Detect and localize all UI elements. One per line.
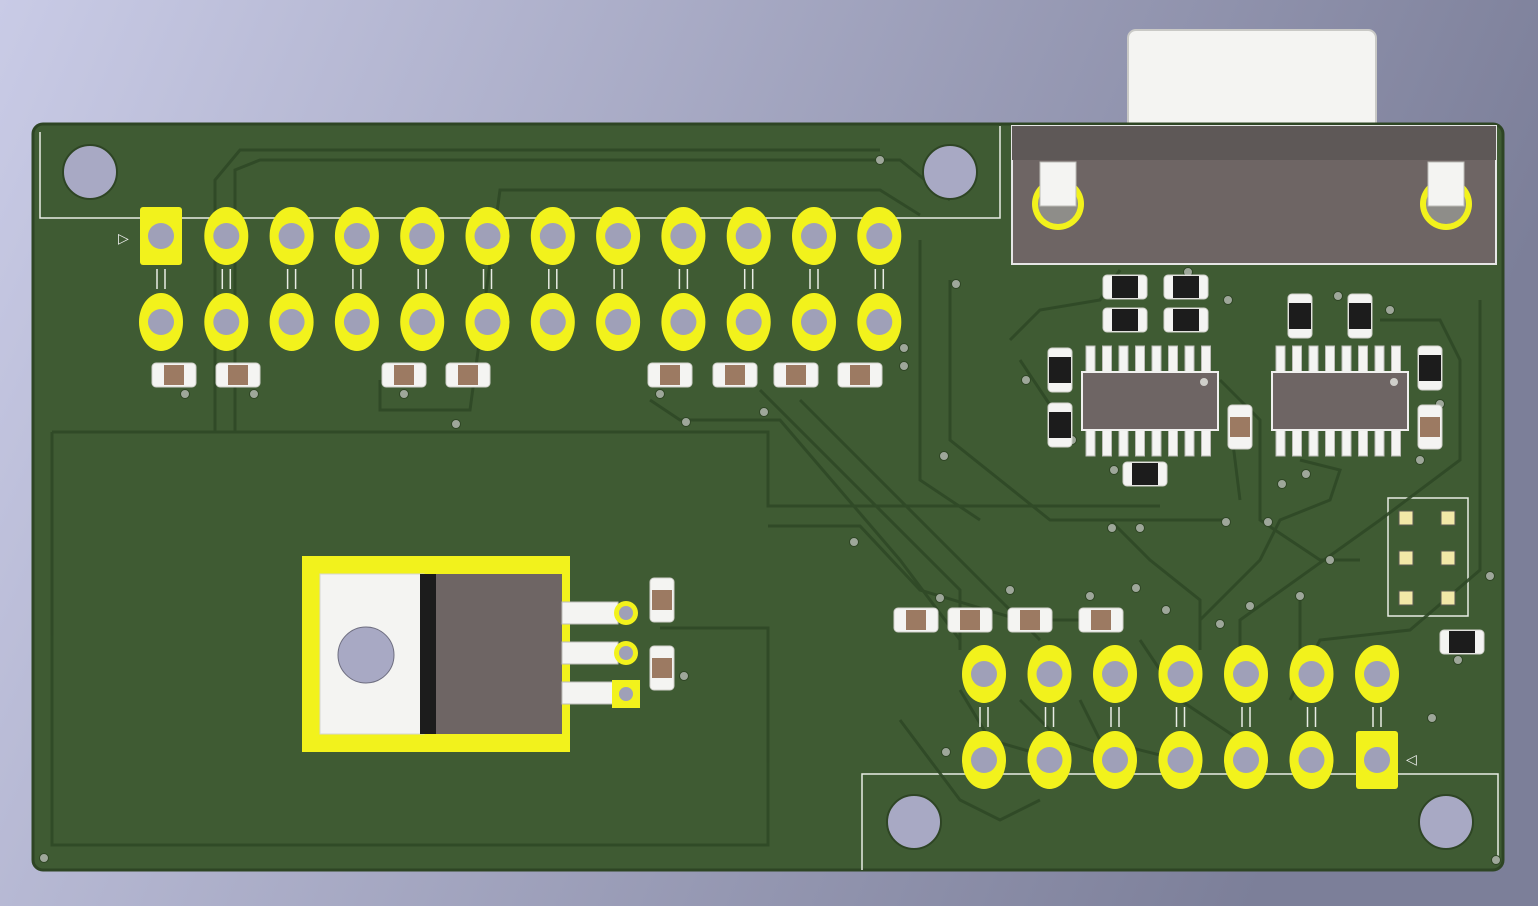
header-pin <box>792 207 836 265</box>
smd-resistor-icon <box>773 362 819 388</box>
header-pin <box>596 207 641 265</box>
smd-resistor-icon <box>1007 607 1053 633</box>
header-pin <box>530 293 575 351</box>
right-pin-header <box>962 645 1399 789</box>
header-pin <box>269 293 314 351</box>
header-pin <box>204 207 249 265</box>
header-pin <box>140 207 182 265</box>
right-header-pin1-marker: ◁ <box>1406 752 1417 768</box>
vias <box>39 155 1501 865</box>
smd-capacitor-icon <box>1102 274 1148 300</box>
header-pin <box>1158 645 1203 703</box>
smd-resistor-icon <box>947 607 993 633</box>
header-pin <box>596 293 641 351</box>
smd-resistor-icon <box>649 645 675 691</box>
smd-resistor-icon <box>1417 404 1443 450</box>
smd-capacitor-icon <box>1047 347 1073 393</box>
header-pin <box>661 207 706 265</box>
header-pin <box>465 207 510 265</box>
mounting-hole-icon <box>886 794 942 850</box>
to220-regulator-icon <box>302 556 640 752</box>
header-pin <box>1027 645 1072 703</box>
header-pin <box>1093 645 1137 703</box>
header-pin <box>1224 645 1268 703</box>
smd-capacitor-icon <box>1102 307 1148 333</box>
header-pin <box>962 645 1006 703</box>
header-pin <box>726 207 771 265</box>
smd-capacitor-icon <box>1417 345 1443 391</box>
header-pin <box>962 731 1006 789</box>
mounting-hole-icon <box>1418 794 1474 850</box>
soic16-chip-icon <box>1081 345 1219 457</box>
header-pin <box>465 293 510 351</box>
smd-resistor-icon <box>893 607 939 633</box>
left-header-pin1-marker: ▷ <box>118 231 129 247</box>
header-pin <box>400 293 445 351</box>
mounting-holes <box>62 144 1474 850</box>
smd-capacitor-icon <box>1047 402 1073 448</box>
header-pin <box>1355 645 1399 703</box>
smd-capacitor-icon <box>1122 461 1168 487</box>
smd-resistor-icon <box>215 362 261 388</box>
pin-header-icon <box>1398 510 1456 606</box>
header-pin <box>204 293 249 351</box>
smd-resistor-icon <box>647 362 693 388</box>
left-pin-header <box>139 207 902 351</box>
smd-capacitor-icon <box>1439 629 1485 655</box>
smd-resistor-icon <box>445 362 491 388</box>
db9-flange <box>1011 125 1497 265</box>
mounting-hole-icon <box>62 144 118 200</box>
header-pin <box>334 293 379 351</box>
smd-resistor-icon <box>151 362 197 388</box>
header-pin <box>726 293 771 351</box>
soic16-chip-icon <box>1271 345 1409 457</box>
mounting-hole-icon <box>922 144 978 200</box>
header-pin <box>857 293 902 351</box>
header-pin <box>661 293 706 351</box>
smd-resistor-icon <box>837 362 883 388</box>
header-pin <box>1158 731 1203 789</box>
header-pin <box>1027 731 1072 789</box>
header-pin <box>139 293 183 351</box>
soic16-chip-icon <box>1081 345 1409 457</box>
smd-resistor-icon <box>1078 607 1124 633</box>
smd-resistor-icon <box>381 362 427 388</box>
header-pin <box>1356 731 1398 789</box>
smd-capacitor-icon <box>1287 293 1313 339</box>
header-pin <box>1224 731 1268 789</box>
smd-capacitor-icon <box>1163 274 1209 300</box>
header-pin <box>334 207 379 265</box>
header-pin <box>857 207 902 265</box>
smd-capacitor-icon <box>1347 293 1373 339</box>
smd-resistor-icon <box>712 362 758 388</box>
header-pin <box>792 293 836 351</box>
smd-resistor-icon <box>1227 404 1253 450</box>
smd-resistor-icon <box>649 577 675 623</box>
smd-passives <box>151 274 1485 691</box>
header-pin <box>530 207 575 265</box>
header-pin <box>400 207 445 265</box>
header-pin <box>1289 645 1334 703</box>
header-pin <box>1289 731 1334 789</box>
smd-capacitor-icon <box>1163 307 1209 333</box>
header-pin <box>1093 731 1137 789</box>
header-pin <box>269 207 314 265</box>
